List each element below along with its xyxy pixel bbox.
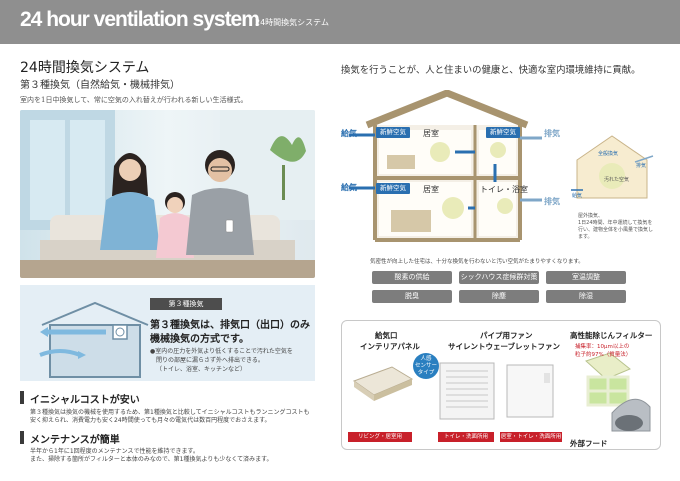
section-text-maintenance-line1: 半年から1年に1回程度のメンテナンスで性能を維持できます。 xyxy=(30,448,199,455)
house-diagram xyxy=(335,89,560,254)
ventilation-heading-line2: 機械換気の方式です。 xyxy=(150,334,249,345)
intro-title: 24時間換気システム xyxy=(20,60,150,76)
section-heading-cost: イニシャルコストが安い xyxy=(30,395,140,406)
sensor-label-line1: 人感 xyxy=(420,356,432,362)
section-marker xyxy=(20,431,24,444)
fresh-air-tag: 新鮮空気 xyxy=(376,127,410,138)
section-marker xyxy=(20,391,24,404)
intro-subtitle: 第３種換気（自然給気・機械排気） xyxy=(20,80,180,91)
fresh-air-tag: 新鮮空気 xyxy=(486,127,520,138)
header-subtitle: 24時間換気システム xyxy=(255,18,329,27)
mini-fresh-label: 全般換気 xyxy=(598,151,619,157)
benefit-pill: 除湿 xyxy=(546,290,626,303)
intake-tag: リビング・居室用 xyxy=(348,432,412,442)
ventilation-bullet-line2: 閉りの部屋に漏らさず外へ排出できる。 xyxy=(156,357,264,364)
benefit-pill: シックハウス症候群対策 xyxy=(459,271,539,284)
fresh-air-tag: 新鮮空気 xyxy=(376,183,410,194)
fan-tag: トイレ・洗面所用 xyxy=(438,432,494,442)
exhaust-label-upper: 排気 xyxy=(544,129,560,138)
benefit-pill: 酸素の供給 xyxy=(372,271,452,284)
ventilation-heading-line1: 第３種換気は、排気口（出口）のみ xyxy=(150,320,310,331)
fan-tag: 居室・トイレ・洗面所用 xyxy=(500,432,562,442)
ventilation-bullet-line1: ●室内の圧力を外気より低くすることで汚れた空気を xyxy=(150,348,293,355)
mini-intake-label: 給気 xyxy=(572,193,583,199)
mini-note-line4: ます。 xyxy=(578,234,593,240)
family-photo xyxy=(20,110,315,278)
mini-note-line3: 行い、建物全体を小風量で換気し xyxy=(578,227,654,233)
header-title: 24 hour ventilation system xyxy=(20,8,260,31)
filter-note-line2: 粒子約97%（質量法） xyxy=(575,352,632,358)
sensor-badge: 人感 センサー タイプ xyxy=(413,353,439,379)
sensor-label-line2: センサー xyxy=(414,363,437,369)
mini-house-diagram xyxy=(567,132,657,204)
hood-label: 外部フード xyxy=(570,439,608,448)
room-label-toilet: トイレ・浴室 xyxy=(480,185,528,194)
intake-label-upper: 給気 xyxy=(341,129,357,138)
fan-title-line2: サイレントウェーブレットファン xyxy=(448,342,561,351)
airtight-note: 気密性が向上した住宅は、十分な換気を行わないと汚い空気がたまりやすくなります。 xyxy=(370,259,584,265)
intro-description: 室内を1日中換気して、常に空気の入れ替えが行われる新しい生活様式。 xyxy=(20,96,248,104)
right-heading: 換気を行うことが、人と住まいの健康と、快適な室内環境維持に貢献。 xyxy=(341,65,641,76)
ventilation-badge: 第３種換気 xyxy=(150,298,222,310)
benefit-pill: 室温調整 xyxy=(546,271,626,284)
mini-note-line2: 1日24時間、年中運続して換気を xyxy=(578,220,653,226)
benefit-pill: 脱臭 xyxy=(372,290,452,303)
exhaust-label-lower: 排気 xyxy=(544,197,560,206)
section-text-maintenance-line2: また、掃除する箇所がフィルターと本体のみなので、第1種換気よりも少なくて済みます… xyxy=(30,456,273,463)
mini-exhaust-label: 排気 xyxy=(636,163,647,169)
products-panel xyxy=(341,320,661,450)
room-label-lower: 居室 xyxy=(423,185,439,194)
mini-dirty-label: 汚れた空気 xyxy=(604,177,630,183)
fan-title-line1: パイプ用ファン xyxy=(480,331,533,340)
filter-title: 高性能除じんフィルター xyxy=(570,331,653,340)
page-header: 24 hour ventilation system 24時間換気システム xyxy=(0,0,680,44)
mini-note-line1: 屋外換気、 xyxy=(578,213,604,219)
ventilation-bullet-line3: （トイレ、浴室、キッチンなど） xyxy=(156,366,247,373)
sensor-label-line3: タイプ xyxy=(417,370,435,376)
room-label-upper: 居室 xyxy=(423,129,439,138)
benefit-pill: 除塵 xyxy=(459,290,539,303)
intake-title-line2: インテリアパネル xyxy=(360,342,420,351)
intake-title-line1: 給気口 xyxy=(375,331,398,340)
section-heading-maintenance: メンテナンスが簡単 xyxy=(30,435,120,446)
section-text-cost-line2: 安く抑えられ、消費電力も安く24時間使っても月々の電気代は数百円程度でおさえます… xyxy=(30,417,271,424)
intake-label-lower: 給気 xyxy=(341,183,357,192)
filter-note-line1: 捕集率：10μm以上の xyxy=(575,344,630,350)
section-text-cost-line1: 第３種換気は換気の機械を使用するため、第1種換気と比較してイニシャルコストもラン… xyxy=(30,409,310,416)
